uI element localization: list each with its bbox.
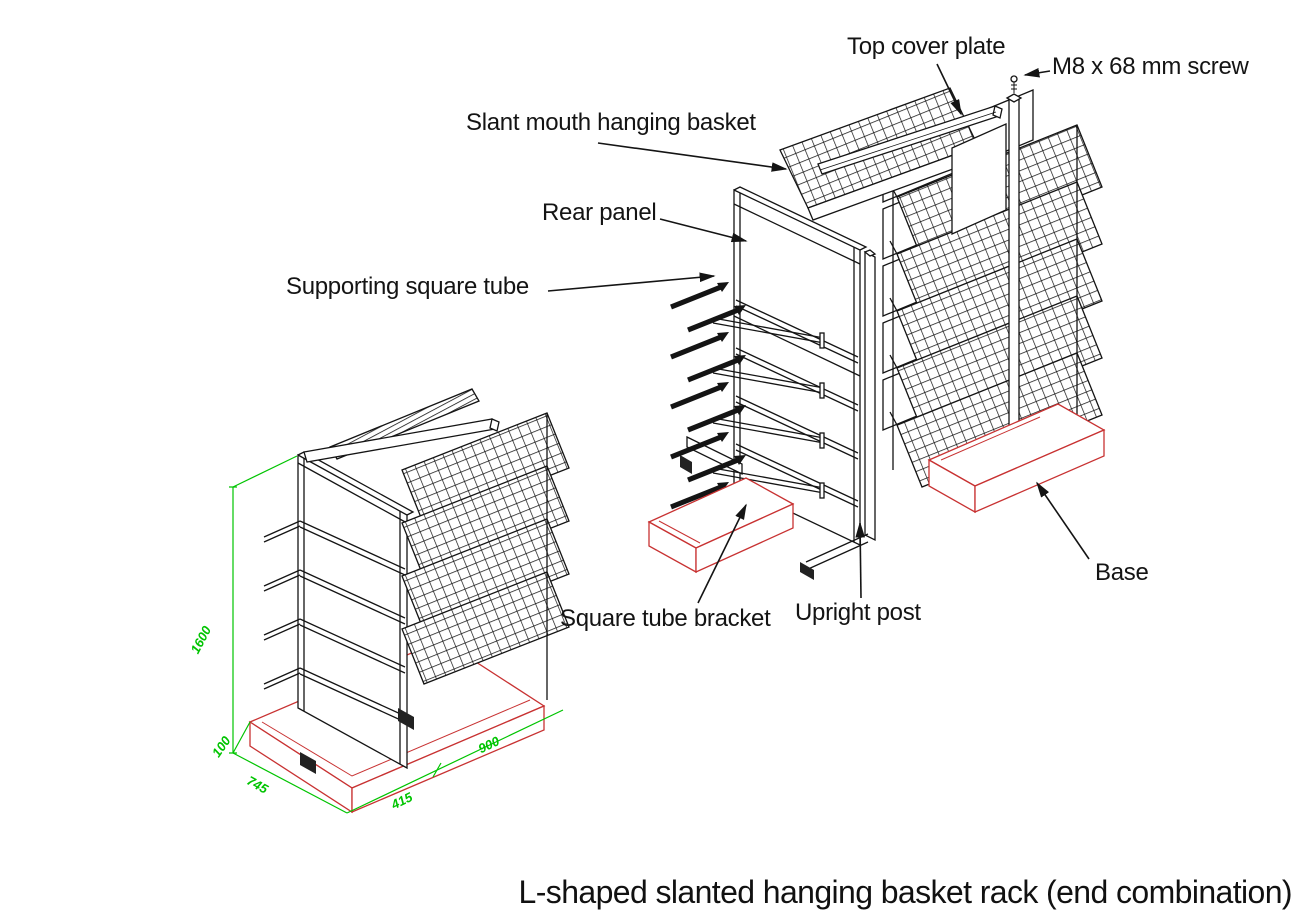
assembled-rack-view [229,388,570,814]
assembled-top-cover [303,418,500,463]
leader-rear-panel [659,218,748,243]
assembled-support-tubes [263,520,406,723]
leader-lines [547,63,1090,604]
leader-m8-screw [1023,67,1051,78]
label-upright-post: Upright post [795,599,921,626]
label-top-cover-plate: Top cover plate [847,33,1006,60]
label-square-tube-bracket: Square tube bracket [560,605,771,632]
floating-panel [951,122,1007,236]
top-cover-plate [817,105,1003,175]
assembled-mesh-baskets [401,412,570,700]
panel-rails [735,299,859,508]
leader-top-cover-plate [936,63,962,116]
dimension-lines [229,455,564,814]
m8-screw-head [1010,75,1018,83]
assembled-feet [300,708,414,774]
exploded-base-left [647,477,795,574]
square-tubes-and-brackets [670,282,825,533]
leader-supporting-square-tube [547,272,716,292]
leader-slant-basket [597,142,788,172]
label-slant-mouth-hanging-basket: Slant mouth hanging basket [466,109,756,136]
screw-and-post [1005,75,1023,471]
leader-upright-post [855,521,865,599]
label-base: Base [1095,559,1149,586]
diagram-title: L-shaped slanted hanging basket rack (en… [518,874,1293,910]
leader-square-tube-bracket [697,503,747,604]
label-m8-screw: M8 x 68 mm screw [1052,53,1249,80]
label-rear-panel: Rear panel [542,199,657,226]
upright-post-part [800,249,877,580]
exploded-base-right [927,403,1106,514]
exploded-view [647,75,1106,580]
leader-base [1036,481,1090,560]
label-supporting-square-tube: Supporting square tube [286,273,529,300]
